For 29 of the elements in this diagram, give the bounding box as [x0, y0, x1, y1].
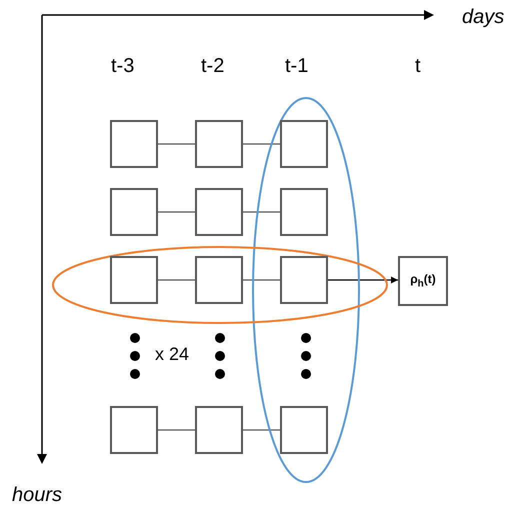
arrow: [328, 276, 398, 284]
column-label: t: [415, 55, 421, 78]
connector-line: [243, 429, 280, 431]
data-box: [195, 120, 243, 168]
data-box: [110, 406, 158, 454]
data-box: [110, 120, 158, 168]
column-label: t-2: [201, 55, 224, 78]
data-box: [280, 120, 328, 168]
column-label: t-3: [111, 55, 134, 78]
output-box: [398, 256, 448, 306]
data-box: [280, 406, 328, 454]
axis-label: hours: [12, 484, 62, 507]
data-box: [195, 406, 243, 454]
data-box: [280, 188, 328, 236]
connector-line: [243, 279, 280, 281]
count-label: x 24: [155, 344, 190, 365]
data-box: [195, 188, 243, 236]
data-box: [195, 256, 243, 304]
data-box: [110, 256, 158, 304]
connector-line: [158, 429, 195, 431]
connector-line: [158, 211, 195, 213]
axis-label: days: [462, 6, 504, 29]
connector-line: [243, 143, 280, 145]
output-label: ρ$_{h}$(t): [410, 272, 436, 290]
connector-line: [158, 279, 195, 281]
column-label: t-1: [285, 55, 308, 78]
data-box: [280, 256, 328, 304]
connector-line: [158, 143, 195, 145]
data-box: [110, 188, 158, 236]
